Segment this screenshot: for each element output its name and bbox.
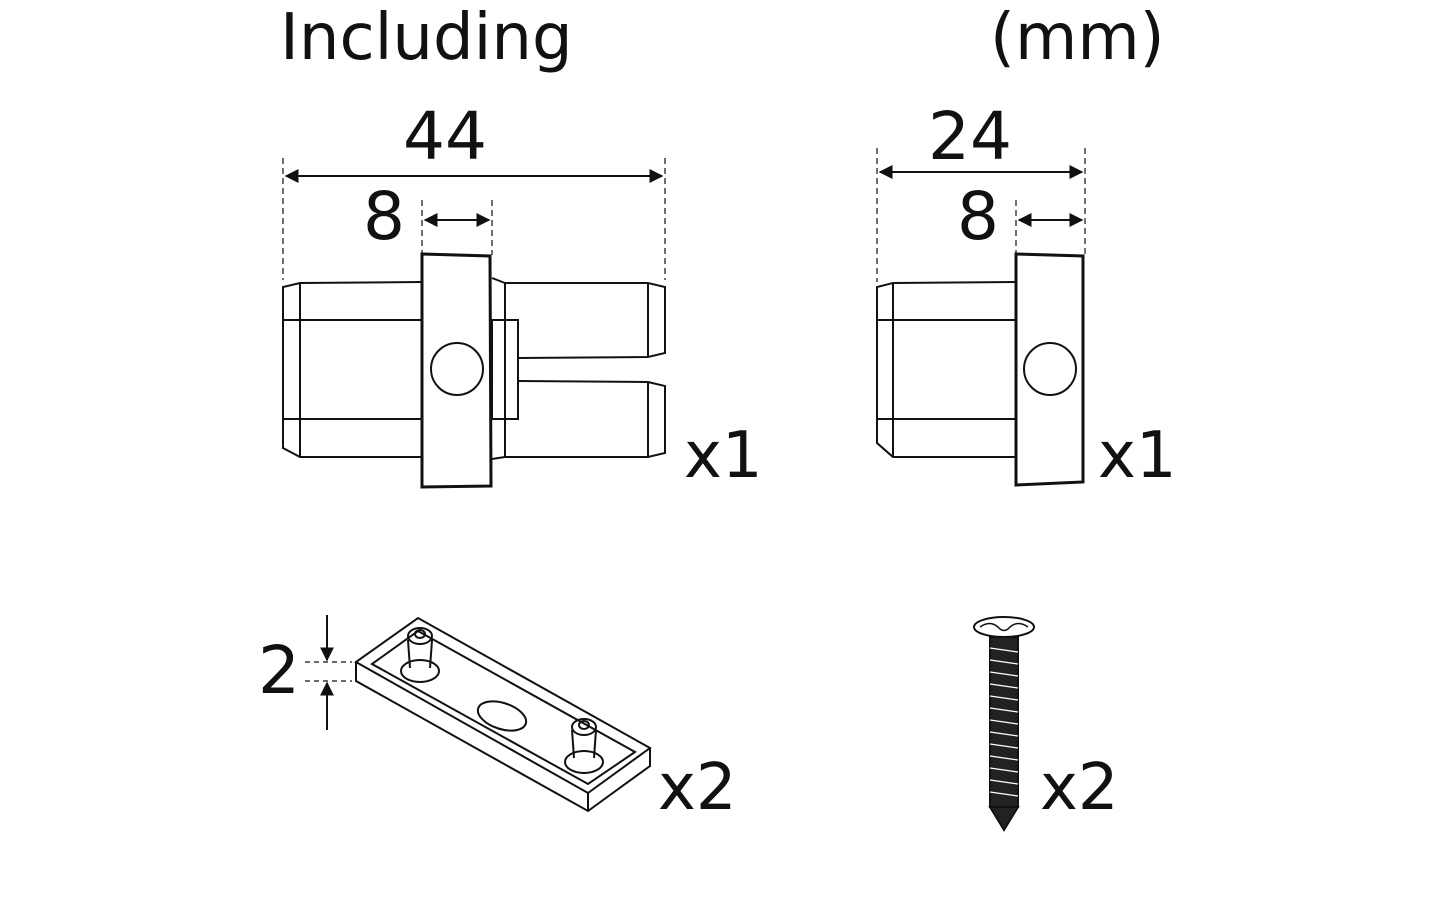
dimension-8-label-left: 8 — [363, 178, 405, 255]
quantity-screw: x2 — [1040, 751, 1119, 825]
mounting-clip-drawing — [305, 615, 652, 813]
double-connector-drawing — [282, 158, 666, 489]
title-units: (mm) — [990, 1, 1165, 75]
quantity-clip: x2 — [658, 751, 737, 825]
quantity-end-cap: x1 — [1098, 419, 1177, 493]
dimension-2-label: 2 — [258, 632, 300, 709]
title-including: Including — [280, 1, 573, 75]
screw-drawing — [973, 616, 1035, 832]
quantity-connector: x1 — [684, 419, 763, 493]
dimension-24-label: 24 — [928, 98, 1012, 175]
end-cap-drawing — [876, 148, 1086, 487]
dimension-8-label-right: 8 — [957, 178, 999, 255]
dimension-44-label: 44 — [403, 98, 487, 175]
